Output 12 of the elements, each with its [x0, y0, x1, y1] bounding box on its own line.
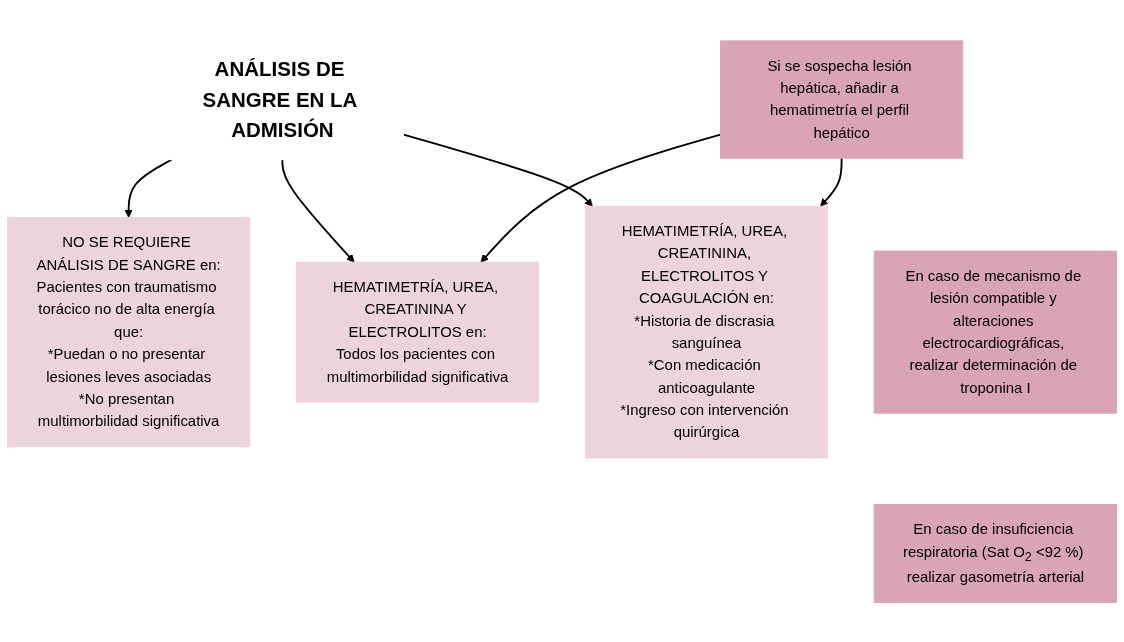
node-box: HEMATIMETRÍA, UREA, CREATININA, ELECTROLITOS Y COAGULACIÓN en: *Historia de discrasia sanguínea *Con medicación anticoagulante *Ingreso con intervención quirúrgica: [584, 205, 829, 459]
node-box: En caso de insuficiencia respiratoria (Sat O$_{2}$ <92 %) realizar gasometría arterial: [873, 504, 1117, 603]
node-box: En caso de mecanismo de lesión compatible y alteraciones electrocardiográficas, realizar determinación de troponina I: [873, 250, 1117, 414]
node-text: ANÁLISIS DE SANGRE EN LA ADMISIÓN: [202, 57, 357, 142]
arrow: [124, 158, 173, 218]
arrow: [281, 158, 355, 263]
arrow: [402, 133, 593, 207]
arrow: [820, 157, 843, 207]
arrow: [480, 133, 722, 263]
node-box: NO SE REQUIERE ANÁLISIS DE SANGRE en: Pacientes con traumatismo torácico no de alta energía que: *Puedan o no presentar lesiones leves asociadas *No presentan multimorbilidad significativa: [7, 217, 251, 448]
node-box: HEMATIMETRÍA, UREA, CREATININA Y ELECTROLITOS en: Todos los pacientes con multimorbilidad significativa: [295, 261, 540, 403]
node-box: Si se sospecha lesión hepática, añadir a hematimetría el perfil hepático: [719, 40, 964, 159]
